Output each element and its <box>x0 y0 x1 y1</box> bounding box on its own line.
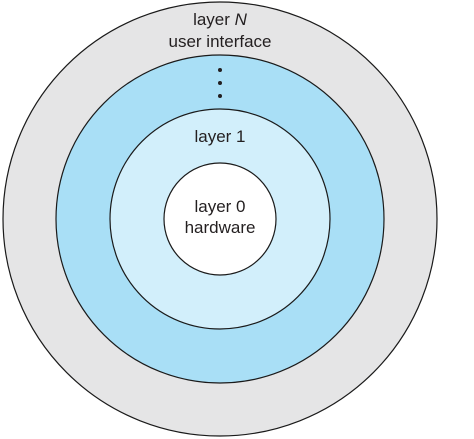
ellipsis-dot-1 <box>218 68 222 72</box>
ellipsis-dot-3 <box>218 94 222 98</box>
layer-n-title-prefix: layer <box>193 10 235 29</box>
layer-n-subtitle: user interface <box>169 32 272 51</box>
layer-n-title-variable: N <box>235 10 248 29</box>
layer-0-subtitle: hardware <box>185 218 256 237</box>
layer-0-title: layer 0 <box>194 197 245 216</box>
ellipsis-dot-2 <box>218 81 222 85</box>
layer-n-title: layer N <box>193 10 248 29</box>
layer-0-core <box>163 162 277 276</box>
layer-1-title: layer 1 <box>194 127 245 146</box>
